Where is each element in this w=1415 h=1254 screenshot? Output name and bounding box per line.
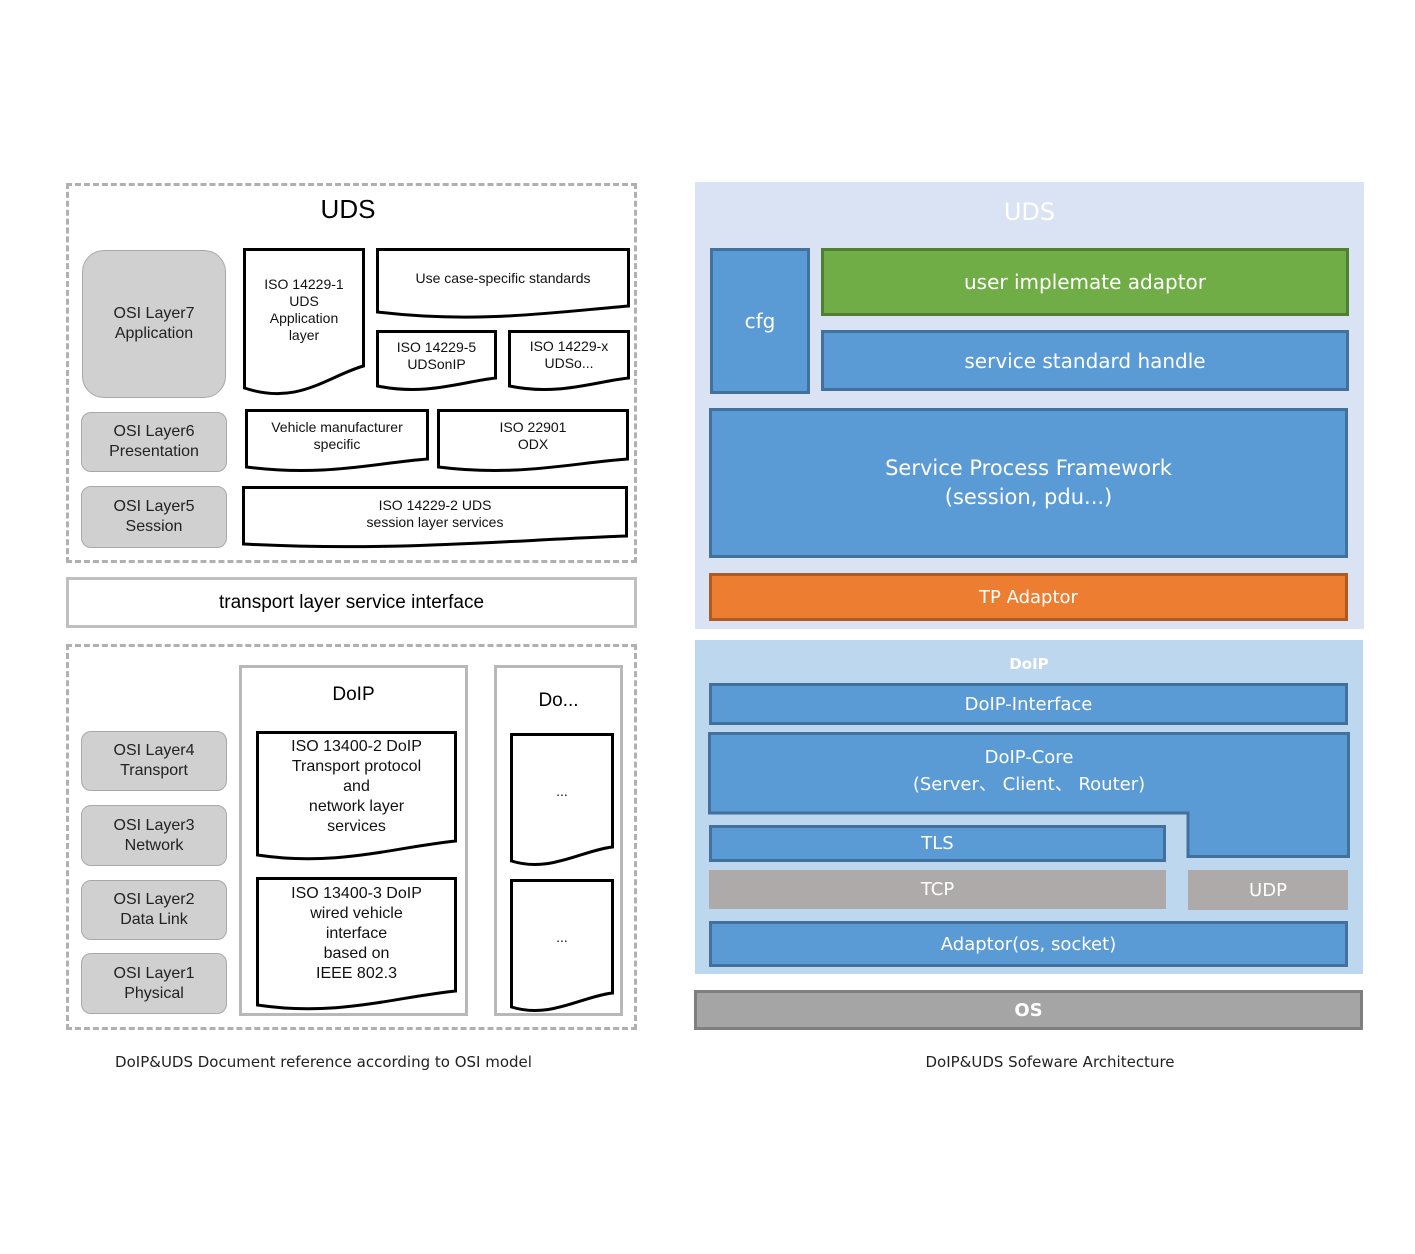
doc-iso14229-2: ISO 14229-2 UDS session layer services: [242, 486, 628, 550]
uds-group-frame: [66, 183, 637, 563]
tp-adaptor: TP Adaptor: [709, 573, 1348, 621]
osi-layer6: OSI Layer6 Presentation: [81, 412, 227, 472]
doc-ellipsis-2-text: ...: [556, 929, 568, 945]
doc-iso13400-2-text: ISO 13400-2 DoIP Transport protocol and …: [291, 738, 422, 835]
doc-ellipsis-2: ...: [510, 879, 614, 1017]
doc-iso22901-text: ISO 22901 ODX: [499, 419, 567, 452]
doc-iso14229-1: ISO 14229-1 UDS Application layer: [243, 248, 365, 400]
os-block: OS: [694, 990, 1363, 1030]
doip-interface: DoIP-Interface: [709, 683, 1348, 725]
doc-use-case-text: Use case-specific standards: [415, 270, 591, 286]
doip-group-frame: [66, 644, 637, 1030]
tcp-block: TCP: [709, 870, 1166, 909]
uds-title: UDS: [320, 194, 376, 224]
service-standard-handle: service standard handle: [821, 330, 1349, 391]
doc-ellipsis-1: ...: [510, 733, 614, 871]
doc-iso14229-5-text: ISO 14229-5 UDSonIP: [396, 339, 477, 372]
doc-iso13400-3: ISO 13400-3 DoIP wired vehicle interface…: [256, 877, 457, 1015]
transport-layer-interface: transport layer service interface: [66, 577, 637, 628]
do-doc-box-title: Do...: [538, 690, 579, 711]
udp-block: UDP: [1188, 870, 1348, 910]
doip-doc-box-title: DoIP: [332, 684, 375, 705]
adaptor-os-socket: Adaptor(os, socket): [709, 921, 1348, 967]
osi-layer4: OSI Layer4 Transport: [81, 731, 227, 791]
doc-iso13400-2: ISO 13400-2 DoIP Transport protocol and …: [256, 731, 457, 865]
doip-core: DoIP-Core (Server、 Client、 Router): [708, 732, 1350, 859]
doc-iso22901: ISO 22901 ODX: [437, 409, 629, 473]
do-doc-box: [494, 665, 623, 1016]
osi-layer3: OSI Layer3 Network: [81, 805, 227, 866]
doc-vehicle-mfr: Vehicle manufacturer specific: [245, 409, 429, 473]
service-process-framework: Service Process Framework (session, pdu.…: [709, 408, 1348, 558]
tls-block: TLS: [709, 825, 1166, 862]
doc-ellipsis-1-text: ...: [556, 783, 568, 799]
osi-layer1: OSI Layer1 Physical: [81, 953, 227, 1014]
doc-use-case: Use case-specific standards: [376, 248, 630, 320]
doip-arch-title: DoIP: [1009, 655, 1049, 673]
user-implemate-adaptor: user implemate adaptor: [821, 248, 1349, 316]
doc-iso14229-1-text: ISO 14229-1 UDS Application layer: [264, 276, 344, 343]
cfg-block: cfg: [710, 248, 810, 394]
doip-core-label: DoIP-Core (Server、 Client、 Router): [912, 747, 1146, 795]
doc-iso14229-2-text: ISO 14229-2 UDS session layer services: [366, 497, 504, 530]
doc-iso14229-5: ISO 14229-5 UDSonIP: [376, 330, 497, 392]
left-caption: DoIP&UDS Document reference according to…: [115, 1053, 532, 1071]
osi-layer7: OSI Layer7 Application: [82, 250, 226, 398]
doc-iso13400-3-text: ISO 13400-3 DoIP wired vehicle interface…: [291, 885, 422, 982]
transport-layer-interface-label: transport layer service interface: [218, 591, 485, 613]
doc-vehicle-mfr-text: Vehicle manufacturer specific: [271, 419, 403, 452]
doc-iso14229-x-text: ISO 14229-x UDSo...: [529, 338, 609, 371]
doip-doc-box: [239, 665, 468, 1016]
osi-layer5: OSI Layer5 Session: [81, 486, 227, 548]
doc-iso14229-x: ISO 14229-x UDSo...: [508, 330, 630, 392]
uds-arch-title: UDS: [1003, 198, 1056, 226]
osi-layer2: OSI Layer2 Data Link: [81, 880, 227, 940]
right-caption: DoIP&UDS Sofeware Architecture: [925, 1053, 1175, 1071]
